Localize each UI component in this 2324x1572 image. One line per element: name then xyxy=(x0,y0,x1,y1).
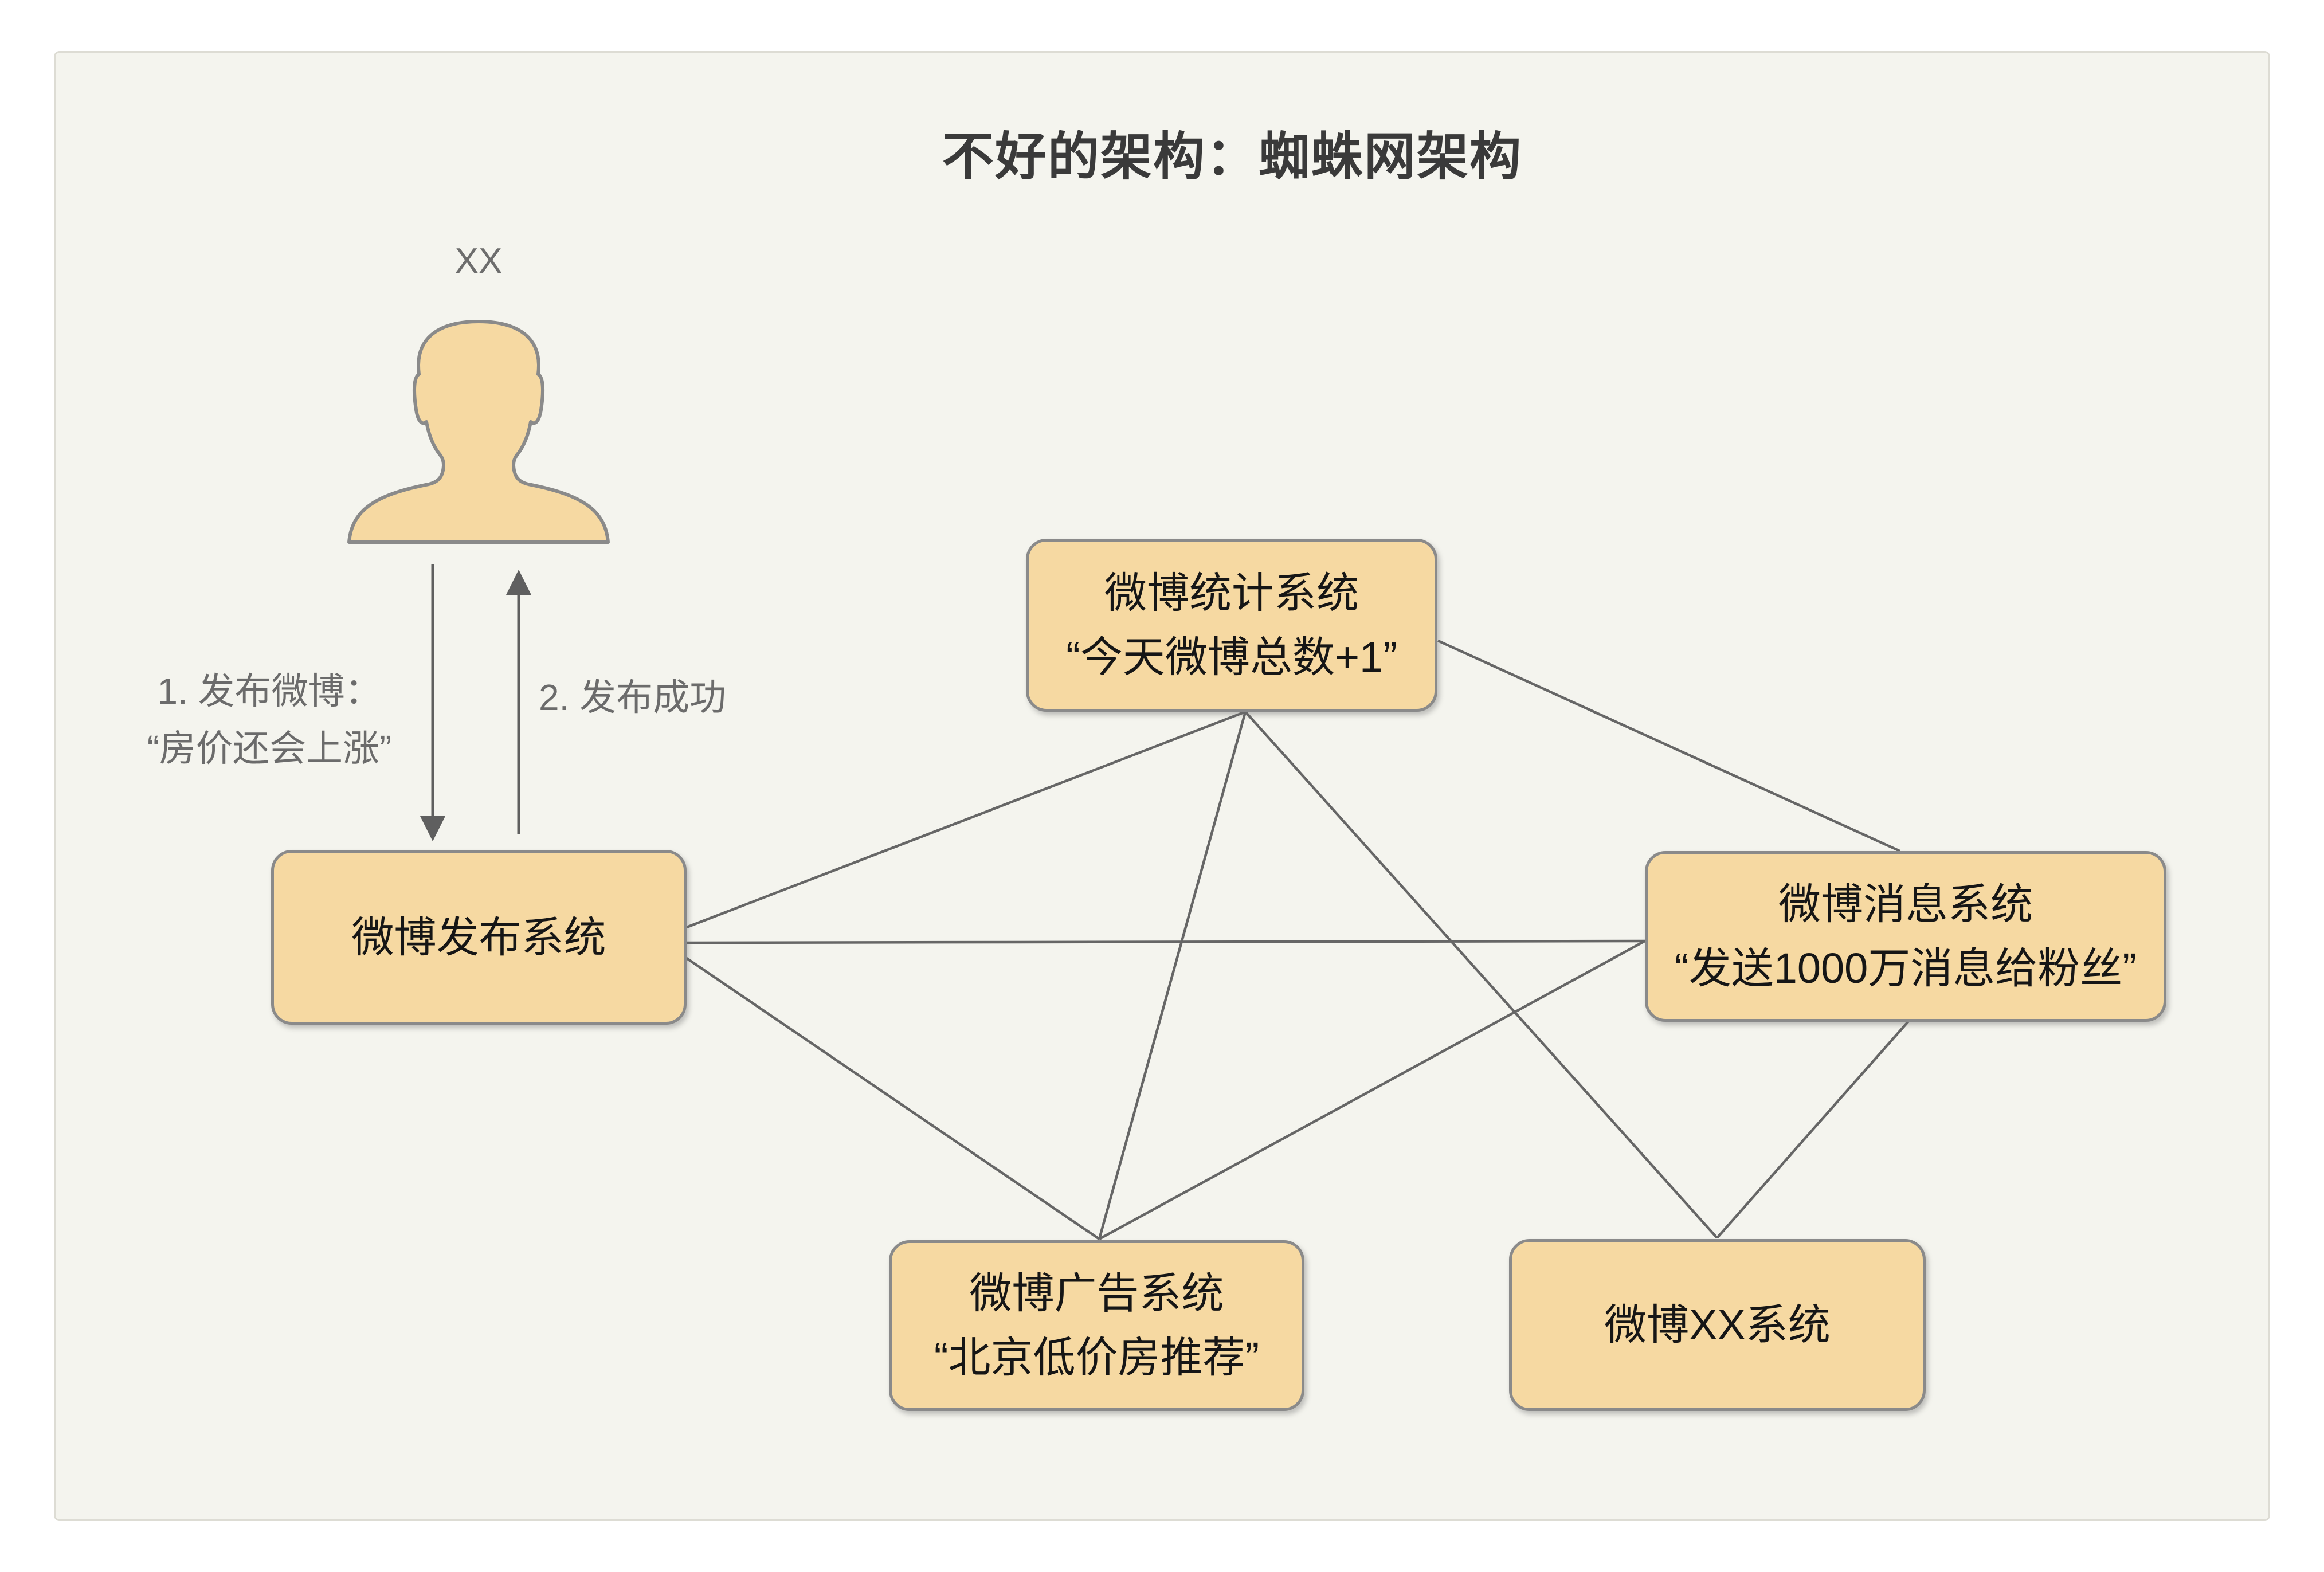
node-weibo-stats-system: 微博统计系统 “今天微博总数+1” xyxy=(1026,539,1437,712)
edge-stats-message xyxy=(1437,639,1900,853)
node-weibo-publish-system: 微博发布系统 xyxy=(271,850,687,1025)
user-icon xyxy=(347,320,610,544)
request-flow-label: 1. 发布微博： “房价还会上涨” xyxy=(97,662,441,777)
node-title: 微博广告系统 xyxy=(969,1269,1224,1317)
edge-message-ads xyxy=(1098,940,1646,1240)
node-weibo-ads-system: 微博广告系统 “北京低价房推荐” xyxy=(889,1240,1304,1411)
publish-arrow-head-icon xyxy=(420,816,445,841)
node-title: 微博消息系统 xyxy=(1778,880,2033,928)
edge-publish-stats xyxy=(686,710,1246,929)
node-weibo-xx-system: 微博XX系统 xyxy=(1509,1239,1926,1411)
edge-publish-ads xyxy=(685,957,1100,1240)
node-subtitle: “北京低价房推荐” xyxy=(934,1334,1260,1381)
edge-stats-ads xyxy=(1098,711,1247,1240)
actor-label: XX xyxy=(454,241,503,281)
node-title: 微博发布系统 xyxy=(351,913,606,961)
node-weibo-message-system: 微博消息系统 “发送1000万消息给粉丝” xyxy=(1645,851,2166,1022)
node-title: 微博统计系统 xyxy=(1104,569,1359,617)
edge-message-xx xyxy=(1716,1020,1910,1239)
response-flow-label: 2. 发布成功 xyxy=(539,677,727,718)
request-flow-label-line2: “房价还会上涨” xyxy=(147,728,392,769)
edge-stats-xx xyxy=(1244,711,1718,1239)
edge-publish-message xyxy=(686,939,1645,944)
request-flow-label-line1: 1. 发布微博： xyxy=(157,671,382,712)
page-title: 不好的架构：蜘蛛网架构 xyxy=(942,128,1522,186)
success-arrow-head-icon xyxy=(506,570,531,595)
node-subtitle: “发送1000万消息给粉丝” xyxy=(1675,944,2137,992)
node-subtitle: “今天微博总数+1” xyxy=(1066,633,1397,681)
node-title: 微博XX系统 xyxy=(1604,1301,1831,1348)
